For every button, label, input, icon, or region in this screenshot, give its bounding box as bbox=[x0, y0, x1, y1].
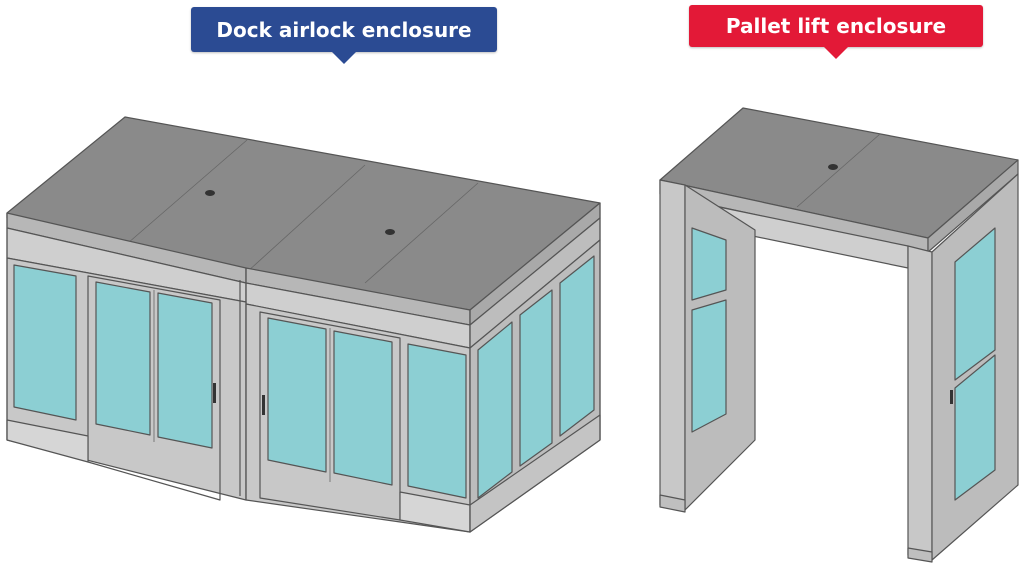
dock-airlock-label: Dock airlock enclosure bbox=[191, 7, 497, 64]
dock-glass-pane bbox=[13, 264, 77, 421]
pallet-left-glass bbox=[691, 227, 727, 301]
dock-door-glass bbox=[267, 317, 327, 473]
pallet-left-post bbox=[659, 179, 686, 511]
door-handle bbox=[950, 390, 953, 404]
door-handle bbox=[262, 395, 265, 415]
dock-door-glass bbox=[157, 292, 213, 449]
dock-door-glass bbox=[333, 330, 393, 486]
door-handle bbox=[213, 383, 216, 403]
dock-side-glass bbox=[477, 321, 513, 499]
roof-vent bbox=[205, 190, 215, 196]
pallet-right-glass bbox=[954, 354, 996, 501]
pallet-right-glass bbox=[954, 227, 996, 381]
pallet-right-post bbox=[907, 245, 933, 561]
dock-glass-pane bbox=[407, 343, 467, 499]
pallet-lift-label: Pallet lift enclosure bbox=[689, 5, 983, 59]
dock-door-glass bbox=[95, 281, 151, 436]
dock-side-glass bbox=[559, 255, 595, 437]
dock-side-glass bbox=[519, 289, 553, 467]
roof-vent bbox=[828, 164, 838, 170]
pallet-lift-enclosure bbox=[659, 107, 1019, 563]
dock-airlock-enclosure bbox=[6, 116, 601, 533]
pallet-left-glass bbox=[691, 299, 727, 433]
roof-vent bbox=[385, 229, 395, 235]
